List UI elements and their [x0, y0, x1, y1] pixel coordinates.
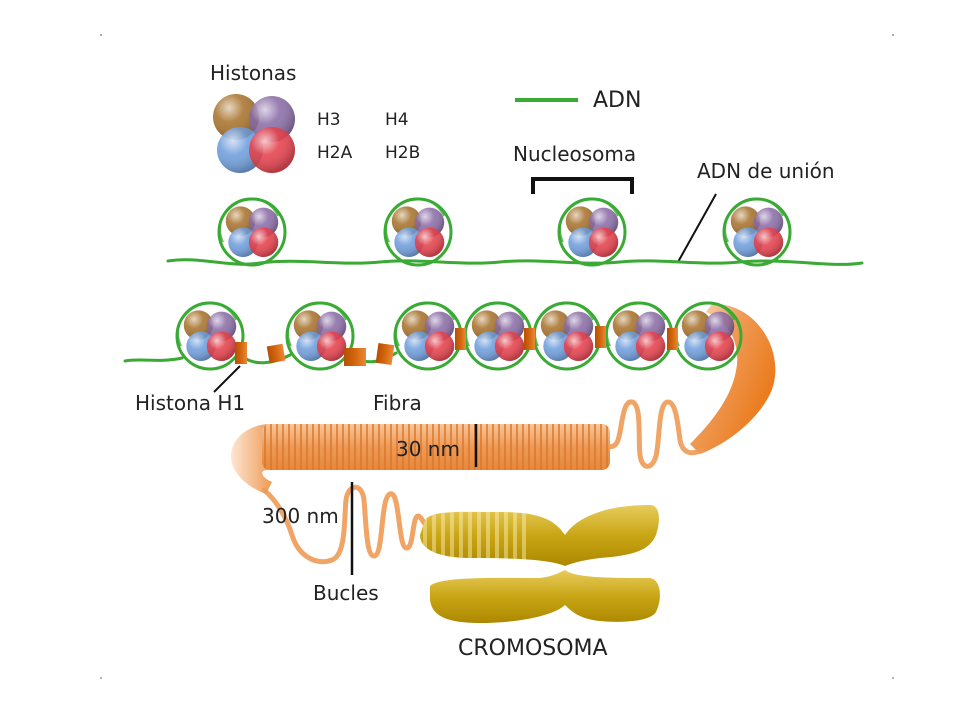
corner-mark [100, 34, 102, 36]
histone-h1 [235, 342, 247, 364]
histone-h1 [375, 342, 395, 366]
linker-dna-pointer [677, 193, 717, 263]
fiber-coil-texture [262, 424, 610, 470]
histone-octamer-legend [213, 94, 295, 173]
chromatin-fiber-30nm [230, 399, 705, 494]
histone-h1 [344, 348, 366, 366]
chromosome-label: CROMOSOMA [458, 636, 608, 661]
histones-title: Histonas [210, 61, 296, 85]
loop-width-label: 300 nm [262, 504, 339, 528]
histone-h1-label: Histona H1 [135, 391, 245, 415]
nucleosome [465, 303, 531, 369]
nucleosome-label: Nucleosoma [513, 142, 636, 166]
corner-mark [892, 677, 894, 679]
histone-h1 [595, 326, 606, 348]
fiber-left-bend [230, 424, 272, 494]
nucleosome [606, 303, 672, 369]
histone-h1 [667, 328, 678, 350]
nucleosome [287, 303, 353, 369]
condensing-fiber-swoosh [690, 303, 776, 454]
chromosome [420, 505, 660, 623]
chromatid-coil-texture [420, 505, 530, 565]
legend-h2a: H2A [317, 143, 353, 163]
histone-h1-pointer [213, 365, 241, 393]
legend-h4: H4 [385, 110, 409, 130]
loops-label: Bucles [313, 581, 379, 605]
histone-legend: Histonas H3 H4 H2A H2B [210, 61, 420, 173]
nucleosome [534, 303, 600, 369]
nucleosome [385, 199, 451, 265]
chromatin-loops [261, 484, 435, 564]
histone-h1 [524, 328, 535, 350]
nucleosome [559, 199, 625, 265]
dna-legend-label: ADN [593, 88, 641, 113]
legend-h2b: H2B [385, 143, 420, 163]
histone-h1 [266, 343, 286, 364]
nucleosome [219, 199, 285, 265]
nucleosome [395, 303, 461, 369]
corner-mark [892, 34, 894, 36]
nucleosome [177, 303, 243, 369]
dna-legend: ADN [515, 88, 641, 113]
chromatid-bottom [430, 570, 660, 623]
dna-strand [123, 356, 184, 363]
nucleosome-bracket [531, 177, 634, 194]
corner-mark [100, 677, 102, 679]
fiber-width-label: 30 nm [396, 437, 460, 461]
linker-dna-label: ADN de unión [697, 159, 835, 183]
fiber-loops-right [603, 399, 705, 469]
nucleosome-h1-row [123, 303, 741, 369]
beads-on-string-row [166, 199, 864, 265]
nucleosome [724, 199, 790, 265]
legend-h3: H3 [317, 110, 341, 130]
fiber-label: Fibra [373, 391, 422, 415]
histone-h1 [455, 328, 466, 350]
